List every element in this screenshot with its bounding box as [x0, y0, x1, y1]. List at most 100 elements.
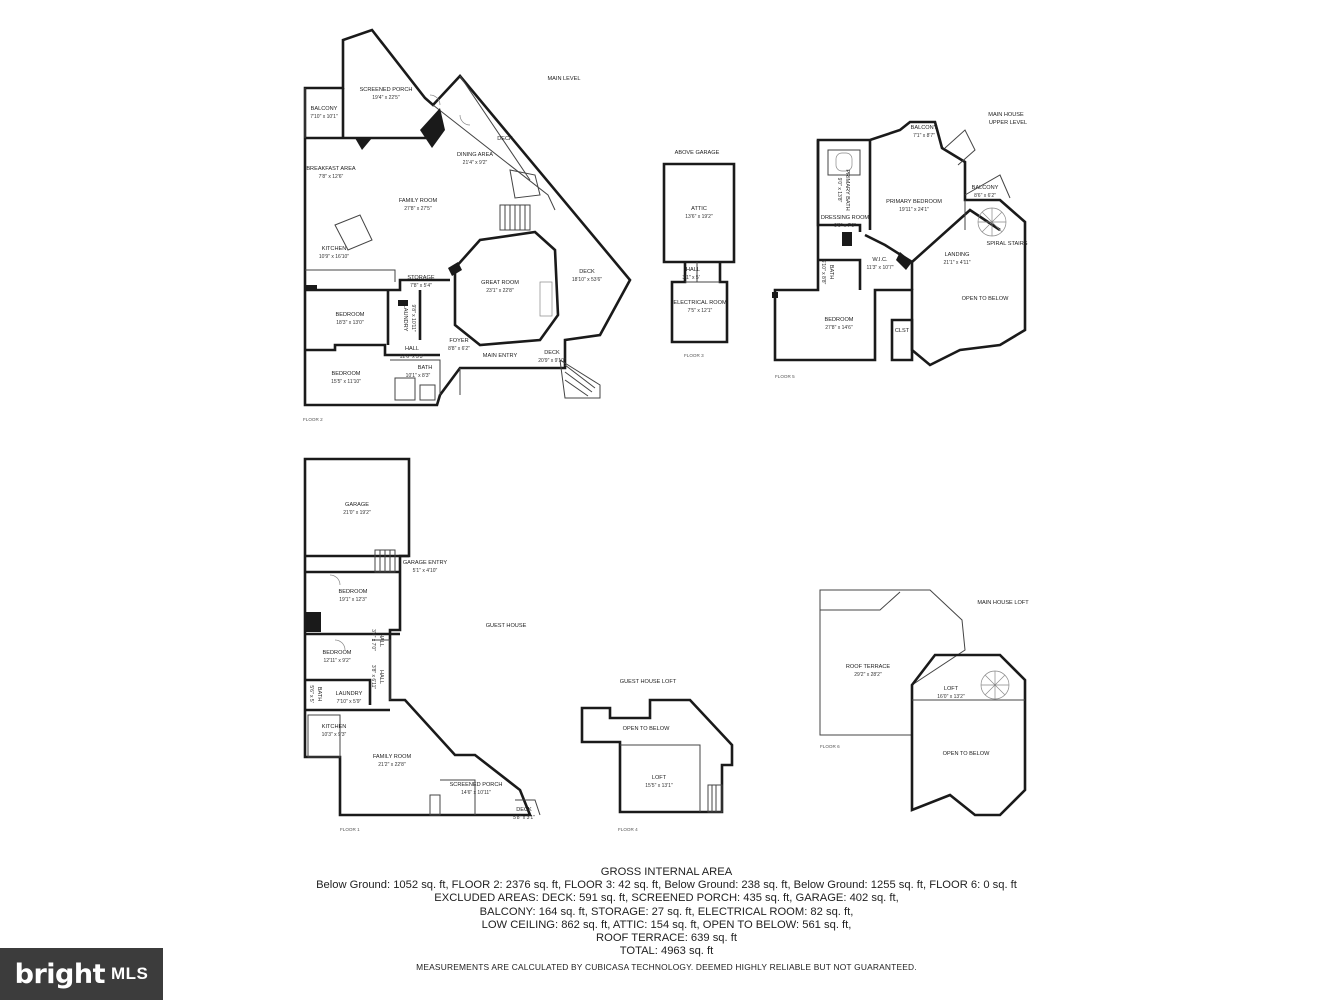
- floor-label-2: FLOOR 2: [303, 417, 323, 422]
- room-dressing-room: DRESSING ROOM: [821, 215, 870, 221]
- room-family-room-guest: FAMILY ROOM: [373, 754, 412, 760]
- room-attic: ATTIC: [691, 206, 707, 212]
- svg-text:9'6" x 7'0": 9'6" x 7'0": [834, 223, 856, 229]
- room-loft-guest: LOFT: [652, 775, 667, 781]
- room-deck-east: DECK: [579, 269, 595, 275]
- room-screened-porch: SCREENED PORCH: [360, 87, 413, 93]
- svg-text:29'2" x 28'2": 29'2" x 28'2": [854, 672, 882, 678]
- svg-text:19'1" x 12'3": 19'1" x 12'3": [339, 597, 367, 603]
- svg-text:7'5" x 12'1": 7'5" x 12'1": [688, 308, 713, 314]
- room-bath-upper: BATH: [828, 265, 834, 280]
- logo-brand-text: bright: [14, 958, 106, 990]
- svg-text:19'11" x 24'1": 19'11" x 24'1": [899, 207, 929, 213]
- svg-text:27'8" x 27'5": 27'8" x 27'5": [404, 206, 432, 212]
- room-storage: STORAGE: [407, 275, 435, 281]
- floor-plan-drawing: MAIN LEVEL: [303, 28, 1029, 832]
- summary-line-4: LOW CEILING: 862 sq. ft, ATTIC: 154 sq. …: [481, 918, 852, 931]
- section-title-upper-level: UPPER LEVEL: [989, 120, 1027, 126]
- svg-text:12'6" x 3'3": 12'6" x 3'3": [400, 354, 425, 360]
- room-bedroom-guest-1: BEDROOM: [339, 589, 368, 595]
- section-title-guest-house: GUEST HOUSE: [486, 623, 527, 629]
- room-bedroom-guest-2: BEDROOM: [323, 650, 352, 656]
- svg-text:14'6" x 10'11": 14'6" x 10'11": [461, 790, 491, 796]
- summary-title: GROSS INTERNAL AREA: [600, 866, 733, 878]
- room-screened-porch-guest: SCREENED PORCH: [450, 782, 503, 788]
- room-spiral-stairs: SPIRAL STAIRS: [986, 241, 1027, 247]
- main-house-loft-plan: MAIN HOUSE LOFT ROOF TERRACE 29'2" x 28'…: [819, 589, 1029, 817]
- area-summary: GROSS INTERNAL AREA Below Ground: 1052 s…: [0, 866, 1333, 975]
- svg-text:20'9" x 9'10": 20'9" x 9'10": [538, 358, 566, 364]
- svg-text:10'3" x 9'3": 10'3" x 9'3": [322, 732, 347, 738]
- room-foyer: FOYER: [449, 338, 468, 344]
- svg-text:7'10" x 10'1": 7'10" x 10'1": [310, 114, 338, 120]
- floor-label-1: FLOOR 1: [340, 827, 360, 832]
- room-deck-south: DECK: [544, 350, 560, 356]
- section-title-main-level: MAIN LEVEL: [548, 76, 581, 82]
- svg-text:12'11" x 9'2": 12'11" x 9'2": [323, 658, 350, 664]
- room-hall-guest-2: HALL: [378, 670, 384, 684]
- room-balcony: BALCONY: [311, 106, 338, 112]
- svg-text:6'10" x 8'8": 6'10" x 8'8": [820, 260, 826, 285]
- svg-text:15'5" x 11'10": 15'5" x 11'10": [331, 379, 361, 385]
- room-open-to-below-guest-loft: OPEN TO BELOW: [623, 726, 670, 732]
- svg-text:3'4" x 7'0": 3'4" x 7'0": [370, 629, 376, 651]
- floor-label-3: FLOOR 3: [684, 353, 704, 358]
- svg-text:23'1" x 22'8": 23'1" x 22'8": [486, 288, 514, 294]
- room-balcony-1: BALCONY: [911, 125, 938, 131]
- summary-line-3: BALCONY: 164 sq. ft, STORAGE: 27 sq. ft,…: [479, 905, 854, 918]
- svg-text:16'0" x 13'2": 16'0" x 13'2": [937, 694, 965, 700]
- section-title-guest-house-loft: GUEST HOUSE LOFT: [620, 679, 677, 685]
- bright-mls-logo: bright MLS: [0, 948, 163, 1000]
- room-open-to-below-main-loft: OPEN TO BELOW: [943, 751, 990, 757]
- svg-text:5'8" x 3'1": 5'8" x 3'1": [513, 815, 535, 821]
- room-main-entry: MAIN ENTRY: [483, 353, 518, 359]
- floor-label-6: FLOOR 6: [820, 744, 840, 749]
- svg-text:3'8" x 6'11": 3'8" x 6'11": [370, 665, 376, 689]
- svg-text:7'10" x 5'9": 7'10" x 5'9": [337, 699, 362, 705]
- room-laundry: LAUNDRY: [402, 305, 408, 332]
- room-open-to-below-upper: OPEN TO BELOW: [962, 296, 1009, 302]
- svg-text:9'0" x 13'8": 9'0" x 13'8": [836, 178, 842, 203]
- room-primary-bath: PRIMARY BATH: [844, 169, 850, 210]
- svg-text:27'8" x 14'6": 27'8" x 14'6": [825, 325, 853, 331]
- svg-text:13'6" x 19'2": 13'6" x 19'2": [685, 214, 713, 220]
- svg-text:15'5" x 13'1": 15'5" x 13'1": [645, 783, 673, 789]
- room-roof-terrace: ROOF TERRACE: [846, 664, 891, 670]
- room-deck-north: DECK: [497, 136, 513, 142]
- room-wic: W.I.C.: [872, 257, 888, 263]
- svg-text:7'1" x 8'7": 7'1" x 8'7": [913, 133, 935, 139]
- room-hall-above-garage: HALL: [686, 267, 700, 273]
- room-landing: LANDING: [945, 252, 970, 258]
- logo-suffix-text: MLS: [110, 964, 149, 983]
- svg-text:18'10" x 53'6": 18'10" x 53'6": [572, 277, 602, 283]
- main-level-plan: MAIN LEVEL: [303, 28, 632, 422]
- svg-text:19'4" x 22'5": 19'4" x 22'5": [372, 95, 400, 101]
- svg-text:7'8" x 12'6": 7'8" x 12'6": [319, 174, 344, 180]
- room-balcony-2: BALCONY: [972, 185, 999, 191]
- svg-text:21'0" x 19'2": 21'0" x 19'2": [343, 510, 371, 516]
- room-bath: BATH: [418, 365, 433, 371]
- room-garage: GARAGE: [345, 502, 369, 508]
- floor-label-4: FLOOR 4: [618, 827, 638, 832]
- section-title-main-house-loft: MAIN HOUSE LOFT: [977, 600, 1029, 606]
- room-kitchen: KITCHEN: [322, 246, 347, 252]
- room-hall-guest-1: HALL: [378, 633, 384, 647]
- svg-text:8'6" x 6'2": 8'6" x 6'2": [974, 193, 996, 199]
- guest-house-loft-plan: GUEST HOUSE LOFT OPEN TO BELOW LOFT 15'5…: [580, 679, 734, 832]
- svg-text:10'1" x 8'3": 10'1" x 8'3": [406, 373, 431, 379]
- svg-text:7'8" x 5'4": 7'8" x 5'4": [410, 283, 432, 289]
- summary-line-1: Below Ground: 1052 sq. ft, FLOOR 2: 2376…: [316, 879, 1017, 892]
- svg-text:21'2" x 22'8": 21'2" x 22'8": [378, 762, 406, 768]
- room-electrical-room: ELECTRICAL ROOM: [673, 300, 727, 306]
- above-garage-plan: ABOVE GARAGE ATTIC 13'6" x 19'2" HALL 3'…: [662, 150, 736, 358]
- svg-text:18'3" x 13'0": 18'3" x 13'0": [336, 320, 364, 326]
- section-title-above-garage: ABOVE GARAGE: [675, 150, 720, 156]
- svg-text:21'4" x 9'2": 21'4" x 9'2": [463, 160, 488, 166]
- room-laundry-guest: LAUNDRY: [336, 691, 363, 697]
- room-bath-guest: BATH: [316, 687, 322, 702]
- floor-label-5: FLOOR 5: [775, 374, 795, 379]
- guest-house-plan: GUEST HOUSE GARAGE 21'0" x 19'2" GARAGE …: [303, 457, 541, 832]
- svg-text:8'8" x 6'2": 8'8" x 6'2": [448, 346, 470, 352]
- room-garage-entry: GARAGE ENTRY: [403, 560, 448, 566]
- svg-text:11'3" x 10'7": 11'3" x 10'7": [866, 265, 893, 271]
